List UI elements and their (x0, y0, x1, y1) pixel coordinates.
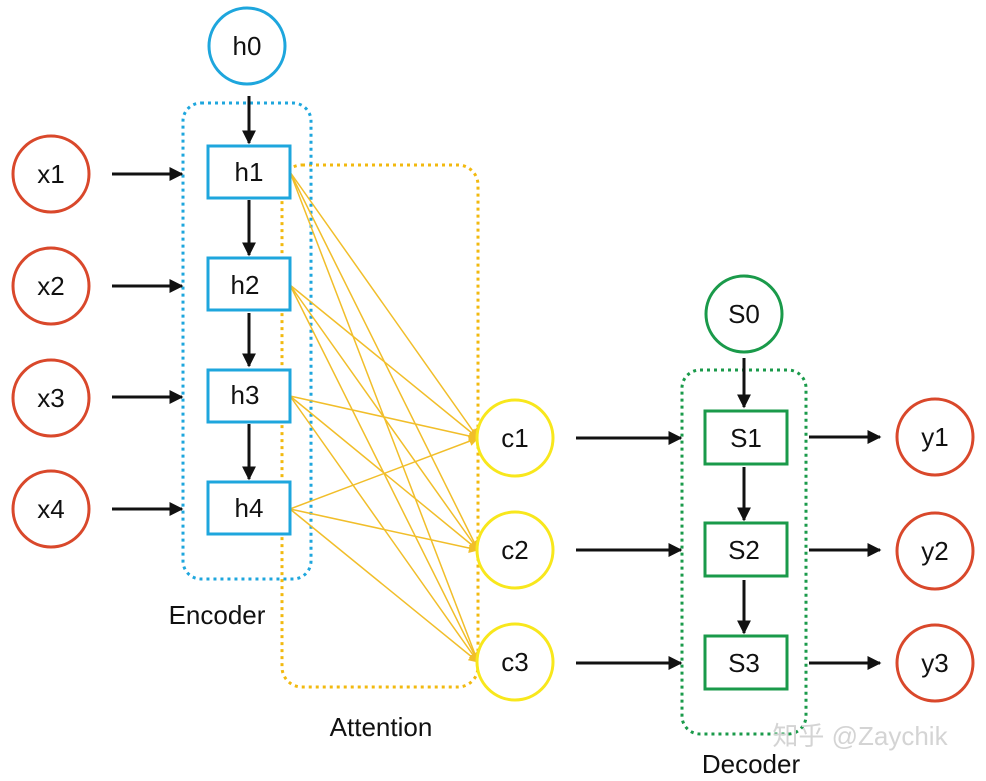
s0-label: S0 (728, 299, 760, 329)
h0-node (207, 6, 287, 86)
s2-label: S2 (728, 535, 760, 565)
attention-line-h4-c3 (289, 508, 479, 663)
attention-line-h3-c1 (289, 395, 479, 441)
h1-label: h1 (235, 157, 264, 187)
y1-label: y1 (921, 422, 948, 452)
x4-node (11, 469, 91, 549)
attention-line-h4-c2 (289, 508, 479, 553)
s1-box (703, 409, 789, 466)
s3-box (703, 634, 789, 691)
encoder-label: Encoder (169, 600, 266, 630)
attention-line-h4-c1 (289, 436, 479, 510)
h3-label: h3 (231, 380, 260, 410)
c2-node (475, 510, 555, 590)
x2-label: x2 (37, 271, 64, 301)
x3-node (11, 358, 91, 438)
watermark-text: 知乎 @Zaychik (772, 721, 948, 751)
h2-box (206, 256, 292, 312)
x2-node (11, 246, 91, 326)
x1-label: x1 (37, 159, 64, 189)
s0-node (704, 274, 784, 354)
c1-label: c1 (501, 423, 528, 453)
attention-line-h1-c1 (289, 171, 479, 439)
h4-label: h4 (235, 493, 264, 523)
c3-node (475, 622, 555, 702)
h0-label: h0 (233, 31, 262, 61)
c1-node (475, 398, 555, 478)
h3-box (206, 368, 292, 424)
y3-node (895, 623, 975, 703)
x3-label: x3 (37, 383, 64, 413)
c2-label: c2 (501, 535, 528, 565)
attention-line-h2-c1 (289, 284, 479, 439)
y2-node (895, 511, 975, 591)
h2-label: h2 (231, 270, 260, 300)
c3-label: c3 (501, 647, 528, 677)
y3-label: y3 (921, 648, 948, 678)
y1-node (895, 397, 975, 477)
x1-node (11, 134, 91, 214)
s2-box (703, 521, 789, 578)
s1-label: S1 (730, 423, 762, 453)
h4-box (206, 480, 292, 536)
attention-label: Attention (330, 712, 433, 742)
y2-label: y2 (921, 536, 948, 566)
x4-label: x4 (37, 494, 64, 524)
attention-lines (289, 171, 480, 663)
h1-box (206, 144, 292, 200)
s3-label: S3 (728, 648, 760, 678)
decoder-label: Decoder (702, 749, 801, 779)
